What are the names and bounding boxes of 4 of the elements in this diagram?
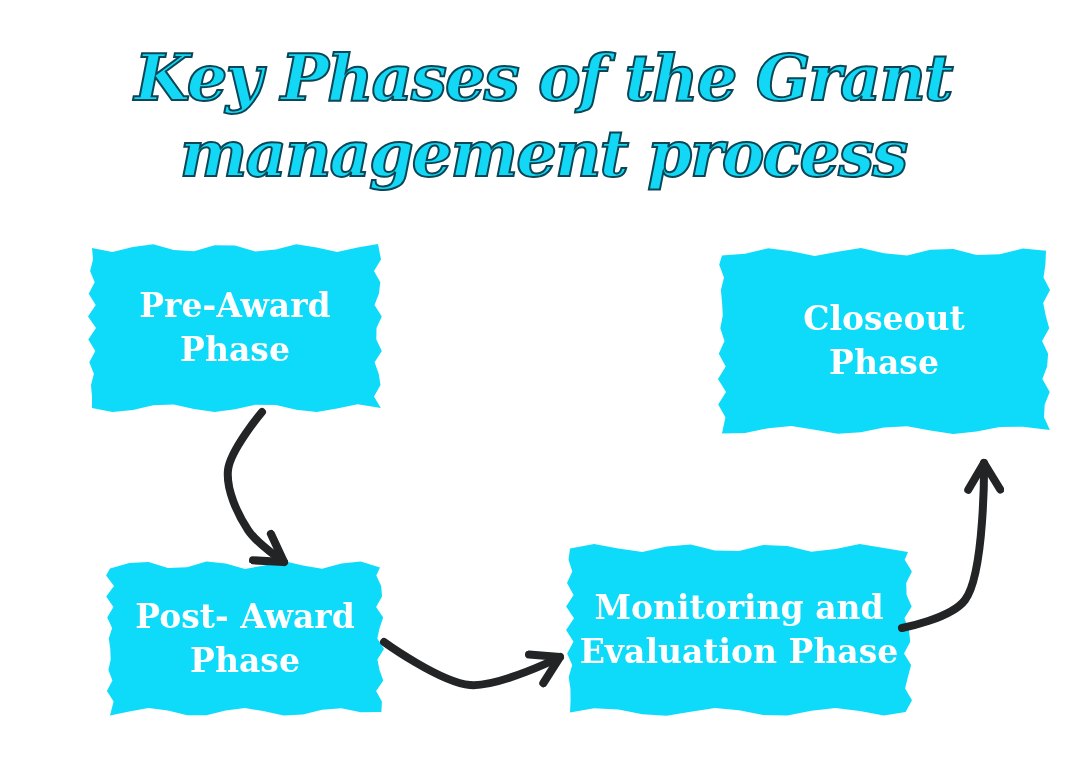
title: Key Phases of the Grant management process [132,40,954,192]
curved-arrow [898,459,1005,632]
curved-arrow [223,408,288,566]
curved-arrow [380,638,564,689]
